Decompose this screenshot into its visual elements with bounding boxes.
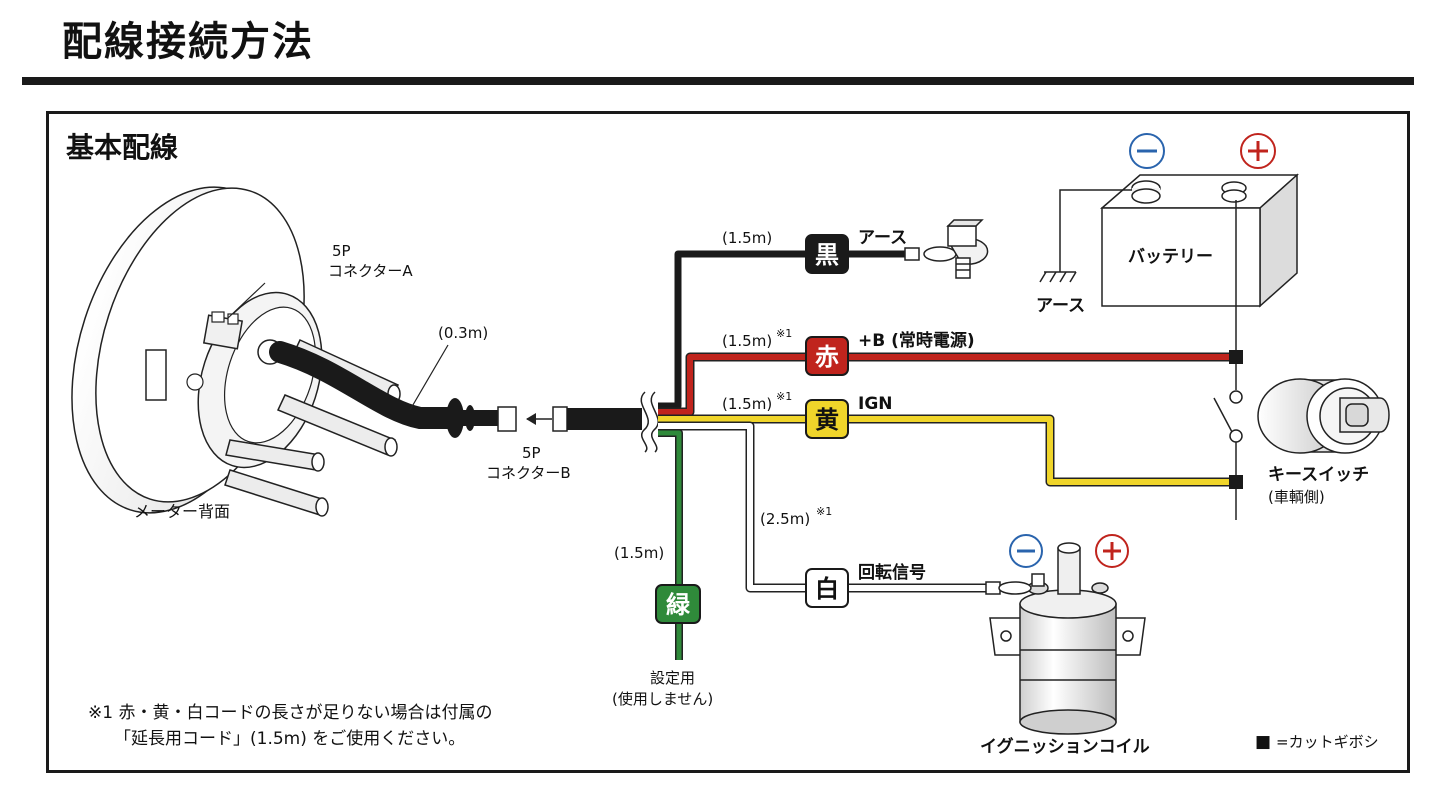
key-switch-icon [1257, 378, 1390, 454]
green-wire-tag: 緑 [655, 584, 701, 624]
svg-text:黄: 黄 [815, 406, 839, 434]
battery [1099, 173, 1299, 308]
ignition-coil-label: イグニッションコイル [980, 736, 1150, 757]
black-wire-length: (1.5m) [722, 229, 772, 247]
connector-b-female [552, 406, 568, 432]
cut-terminal-yellow [1229, 475, 1243, 489]
section-title: 基本配線 [66, 131, 178, 164]
meter-cable [269, 341, 461, 429]
red-wire-label: +B (常時電源) [858, 330, 975, 351]
connect-arrow [526, 413, 552, 425]
page-title: 配線接続方法 [62, 19, 314, 65]
green-wire-length: (1.5m) [614, 544, 664, 562]
black-wire-tag: 黒 [805, 234, 849, 274]
coil-terminal [985, 581, 1032, 595]
cut-terminal-red [1229, 350, 1243, 364]
footnote-line-1: ※1 赤・黄・白コードの長さが足りない場合は付属の [88, 703, 493, 723]
red-wire-length: (1.5m) [722, 332, 772, 350]
footnote-line-2: 「延長用コード」(1.5m) をご使用ください。 [114, 729, 466, 749]
key-switch-label: キースイッチ [1268, 465, 1369, 485]
cable-length-leader [409, 344, 449, 411]
connector-b-label-1: 5P [522, 444, 541, 462]
battery-ground-label: アース [1036, 296, 1085, 316]
svg-text:赤: 赤 [815, 343, 839, 371]
white-wire-length: (2.5m) [760, 510, 810, 528]
battery-plus-icon [1240, 133, 1276, 169]
white-wire-tag: 白 [805, 568, 849, 608]
ground-symbol [1039, 271, 1077, 283]
red-wire [658, 354, 1236, 415]
black-wire [658, 250, 910, 410]
coil-minus-icon [1009, 534, 1043, 568]
white-wire-note: ※1 [816, 505, 832, 518]
connector-a-leader [227, 282, 266, 319]
red-wire-note: ※1 [776, 327, 792, 340]
svg-text:黒: 黒 [815, 241, 839, 269]
meter-back-label: メーター背面 [134, 502, 230, 521]
diagram-frame [46, 111, 1410, 773]
yellow-wire [658, 416, 1236, 485]
cable-break [640, 391, 660, 453]
meter-cable-length: (0.3m) [438, 324, 488, 342]
yellow-wire-label: IGN [858, 394, 893, 414]
title-rule [22, 77, 1414, 85]
connector-a-label-2: コネクターA [328, 262, 413, 280]
connector-a-label-1: 5P [332, 242, 351, 260]
black-wire-label: アース [858, 228, 907, 248]
connector-b-label-2: コネクターB [486, 464, 571, 482]
svg-text:緑: 緑 [666, 591, 691, 619]
yellow-wire-length: (1.5m) [722, 395, 772, 413]
key-switch-sub: (車輌側) [1268, 488, 1325, 506]
battery-minus-icon [1129, 133, 1165, 169]
meter-back [71, 186, 401, 517]
connector-b-male [497, 406, 517, 432]
white-wire [658, 423, 990, 591]
white-wire-label: 回転信号 [858, 562, 926, 583]
yellow-wire-note: ※1 [776, 390, 792, 403]
harness-cable [567, 408, 642, 430]
red-wire-tag: 赤 [805, 336, 849, 376]
battery-label: バッテリー [1128, 247, 1213, 267]
svg-text:白: 白 [815, 575, 839, 603]
green-wire-label-1: 設定用 [650, 669, 695, 687]
ignition-coil [989, 542, 1146, 735]
coil-plus-icon [1095, 534, 1129, 568]
green-wire-label-2: (使用しません) [612, 690, 713, 708]
battery-ground-wire [1059, 189, 1132, 272]
ground-terminal [904, 219, 989, 279]
legend-text: =カットギボシ [1276, 733, 1379, 751]
legend-symbol: ■ [1255, 732, 1271, 752]
yellow-wire-tag: 黄 [805, 399, 849, 439]
